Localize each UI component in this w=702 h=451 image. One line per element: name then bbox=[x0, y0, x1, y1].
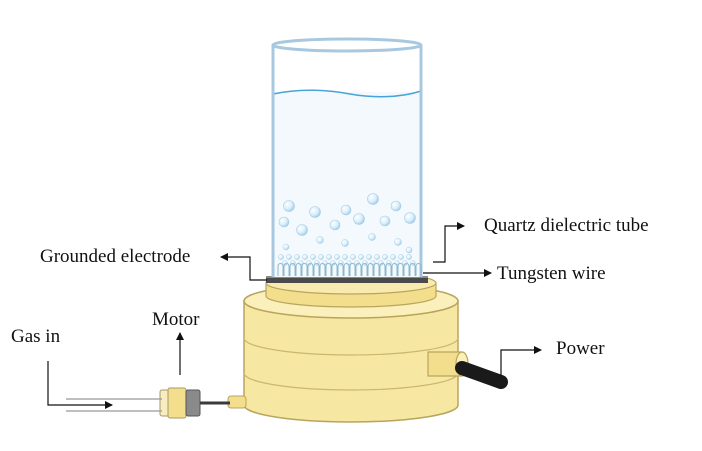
bubble bbox=[278, 254, 284, 260]
tungsten-wire-loop bbox=[289, 263, 296, 276]
base-band-lower bbox=[243, 372, 459, 391]
tungsten-wire-loop bbox=[391, 263, 398, 276]
reactor-base bbox=[227, 271, 508, 423]
tungsten-wire-loop bbox=[355, 263, 362, 276]
tungsten-wire-loop bbox=[283, 263, 290, 276]
bubble bbox=[286, 254, 292, 260]
bubble bbox=[294, 254, 300, 260]
motor bbox=[159, 387, 230, 419]
tungsten-wire-loop bbox=[361, 263, 368, 276]
tube-water bbox=[273, 92, 421, 277]
bubble bbox=[367, 193, 379, 205]
tungsten-wires bbox=[277, 263, 422, 276]
bubble bbox=[318, 254, 324, 260]
arrow-quartz-tube bbox=[433, 222, 465, 263]
bubble bbox=[378, 260, 384, 266]
bubble bbox=[350, 254, 356, 260]
bubble bbox=[398, 254, 404, 260]
bubble bbox=[278, 216, 290, 228]
base-band-upper bbox=[243, 337, 459, 356]
bubble bbox=[405, 246, 413, 254]
bubble bbox=[329, 219, 341, 231]
bubble bbox=[354, 260, 360, 266]
tungsten-wire-loop bbox=[367, 263, 374, 276]
tungsten-wire-loop bbox=[319, 263, 326, 276]
tube-rim bbox=[271, 37, 423, 53]
gas-inlet-tubes bbox=[66, 398, 162, 412]
leader-arrows bbox=[47, 222, 542, 409]
bubble bbox=[353, 213, 365, 225]
bubble bbox=[309, 206, 321, 218]
tungsten-wire-loop bbox=[343, 263, 350, 276]
tungsten-wire-loop bbox=[301, 263, 308, 276]
bubble bbox=[310, 254, 316, 260]
bubble bbox=[334, 254, 340, 260]
label-gas-in: Gas in bbox=[11, 326, 61, 347]
bubble bbox=[283, 200, 295, 212]
bubble bbox=[341, 239, 349, 247]
bubble bbox=[382, 254, 388, 260]
tungsten-wire-loop bbox=[349, 263, 356, 276]
tungsten-wire-loop bbox=[373, 263, 380, 276]
motor-body bbox=[167, 387, 187, 419]
tungsten-wire-loop bbox=[331, 263, 338, 276]
label-power: Power bbox=[556, 338, 605, 359]
tungsten-wire-loop bbox=[325, 263, 332, 276]
bubble bbox=[406, 254, 412, 260]
arrow-power bbox=[500, 346, 542, 377]
bubble bbox=[402, 260, 408, 266]
bubble bbox=[368, 233, 376, 241]
tungsten-wire-loop bbox=[337, 263, 344, 276]
label-grounded-electrode: Grounded electrode bbox=[40, 246, 191, 267]
tungsten-wire-loop bbox=[295, 263, 302, 276]
bubble bbox=[326, 254, 332, 260]
tungsten-wire-loop bbox=[409, 263, 416, 276]
tungsten-wire-loop bbox=[403, 263, 410, 276]
bubble bbox=[342, 254, 348, 260]
bubble bbox=[282, 243, 290, 251]
bubble bbox=[379, 215, 391, 227]
bubble bbox=[282, 260, 288, 266]
tungsten-wire-loop bbox=[385, 263, 392, 276]
water-surface bbox=[272, 89, 422, 98]
tungsten-wire-loop bbox=[379, 263, 386, 276]
arrow-gas-in bbox=[47, 361, 113, 409]
bubble bbox=[340, 204, 352, 216]
bubble bbox=[306, 260, 312, 266]
bubble bbox=[366, 254, 372, 260]
bubble bbox=[394, 238, 402, 246]
power-cable bbox=[455, 361, 508, 389]
gas-inlet-nozzle bbox=[227, 395, 247, 409]
label-tungsten-wire: Tungsten wire bbox=[497, 263, 606, 284]
bubble bbox=[302, 254, 308, 260]
bubble bbox=[404, 212, 416, 224]
tungsten-wire-loop bbox=[397, 263, 404, 276]
tungsten-wire-loop bbox=[277, 263, 284, 276]
label-quartz-tube: Quartz dielectric tube bbox=[484, 215, 649, 236]
bubble bbox=[390, 254, 396, 260]
tungsten-wire-loop bbox=[415, 263, 422, 276]
bubble bbox=[330, 260, 336, 266]
tungsten-wire-loop bbox=[313, 263, 320, 276]
bubble bbox=[296, 224, 308, 236]
label-motor: Motor bbox=[152, 309, 200, 330]
bubble bbox=[358, 254, 364, 260]
bubble bbox=[316, 236, 324, 244]
electrode-plate bbox=[266, 276, 428, 283]
bubble bbox=[374, 254, 380, 260]
arrow-grounded-electrode bbox=[220, 253, 267, 281]
base-body bbox=[243, 300, 459, 423]
motor-band bbox=[185, 389, 201, 417]
tungsten-wire-loop bbox=[307, 263, 314, 276]
bubble bbox=[390, 200, 402, 212]
